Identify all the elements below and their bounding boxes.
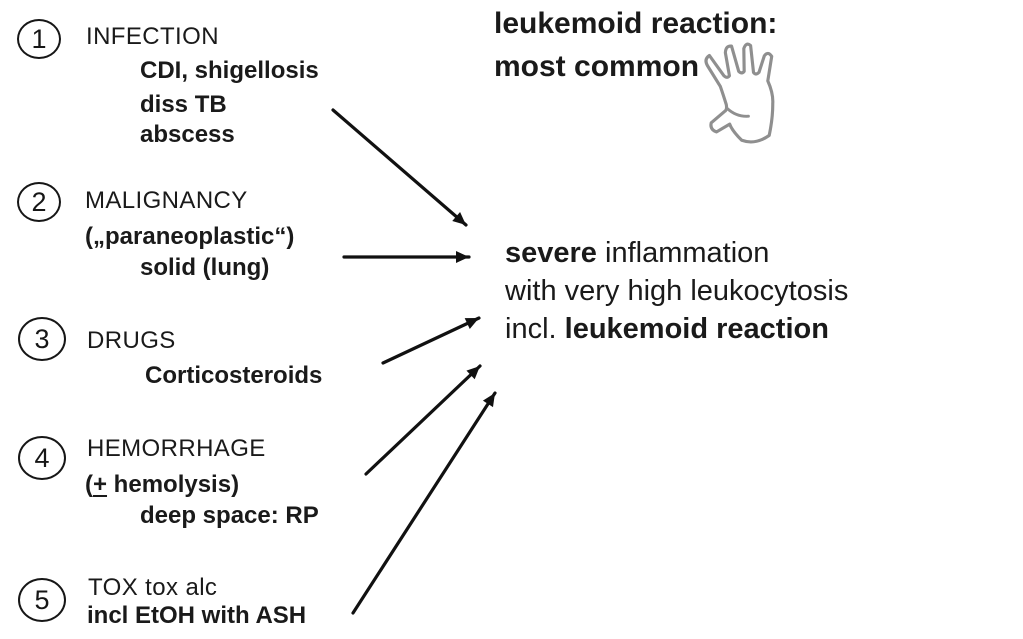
item-1-sub-2: diss TB xyxy=(140,91,227,118)
title-line-2: most common xyxy=(494,50,700,83)
item-3-number: 3 xyxy=(34,323,50,354)
open-hand-icon xyxy=(704,42,775,144)
item-4-sub-2: deep space: RP xyxy=(140,502,319,529)
item-2-sub-1: („paraneoplastic“) xyxy=(85,223,295,250)
center-line-3: incl. leukemoid reaction xyxy=(505,310,848,348)
item-5-header: TOX tox alc xyxy=(88,574,218,601)
center-statement: severe inflammation with very high leuko… xyxy=(505,234,848,348)
center-line-1-bold: severe xyxy=(505,237,597,269)
item-5-sub-1: incl EtOH with ASH xyxy=(87,602,307,629)
item-1-number-badge: 1 xyxy=(17,19,61,59)
item-3-sub-1: Corticosteroids xyxy=(145,362,323,389)
center-line-2: with very high leukocytosis xyxy=(505,275,849,307)
item-4-header: HEMORRHAGE xyxy=(87,435,266,462)
item-4-number-badge: 4 xyxy=(18,436,66,480)
item-5-number: 5 xyxy=(34,584,50,615)
item-4-number: 4 xyxy=(34,442,50,473)
item-1-header: INFECTION xyxy=(86,23,219,50)
item-5-number-badge: 5 xyxy=(18,578,66,622)
arrow-drugs xyxy=(381,316,481,365)
item-3-number-badge: 3 xyxy=(18,317,66,361)
item-4-sub-1-open: ( xyxy=(85,471,93,498)
title-line-1: leukemoid reaction: xyxy=(494,7,778,40)
item-4-sub-1: (+ hemolysis) xyxy=(85,470,239,499)
item-4-sub-1-plus-underlined: + xyxy=(93,471,108,498)
item-2-number-badge: 2 xyxy=(17,182,61,222)
item-2-sub-2: solid (lung) xyxy=(140,254,270,281)
center-line-1: severe inflammation xyxy=(505,234,848,272)
item-2-number: 2 xyxy=(31,186,47,217)
arrow-hemorrhage xyxy=(364,364,482,476)
item-4-sub-1-rest: hemolysis) xyxy=(107,471,240,498)
arrow-infection xyxy=(331,108,468,227)
arrow-tox xyxy=(351,391,497,615)
center-line-1-rest: inflammation xyxy=(596,237,770,269)
item-1-number: 1 xyxy=(31,23,47,54)
item-1-sub-1: CDI, shigellosis xyxy=(140,57,319,84)
item-2-header: MALIGNANCY xyxy=(85,187,248,214)
slide-title: leukemoid reaction: most common xyxy=(494,2,777,88)
item-3-header: DRUGS xyxy=(87,327,176,354)
center-line-3-pre: incl. xyxy=(505,313,565,345)
center-line-3-bold: leukemoid reaction xyxy=(564,313,829,345)
item-1-sub-3: abscess xyxy=(140,121,235,148)
